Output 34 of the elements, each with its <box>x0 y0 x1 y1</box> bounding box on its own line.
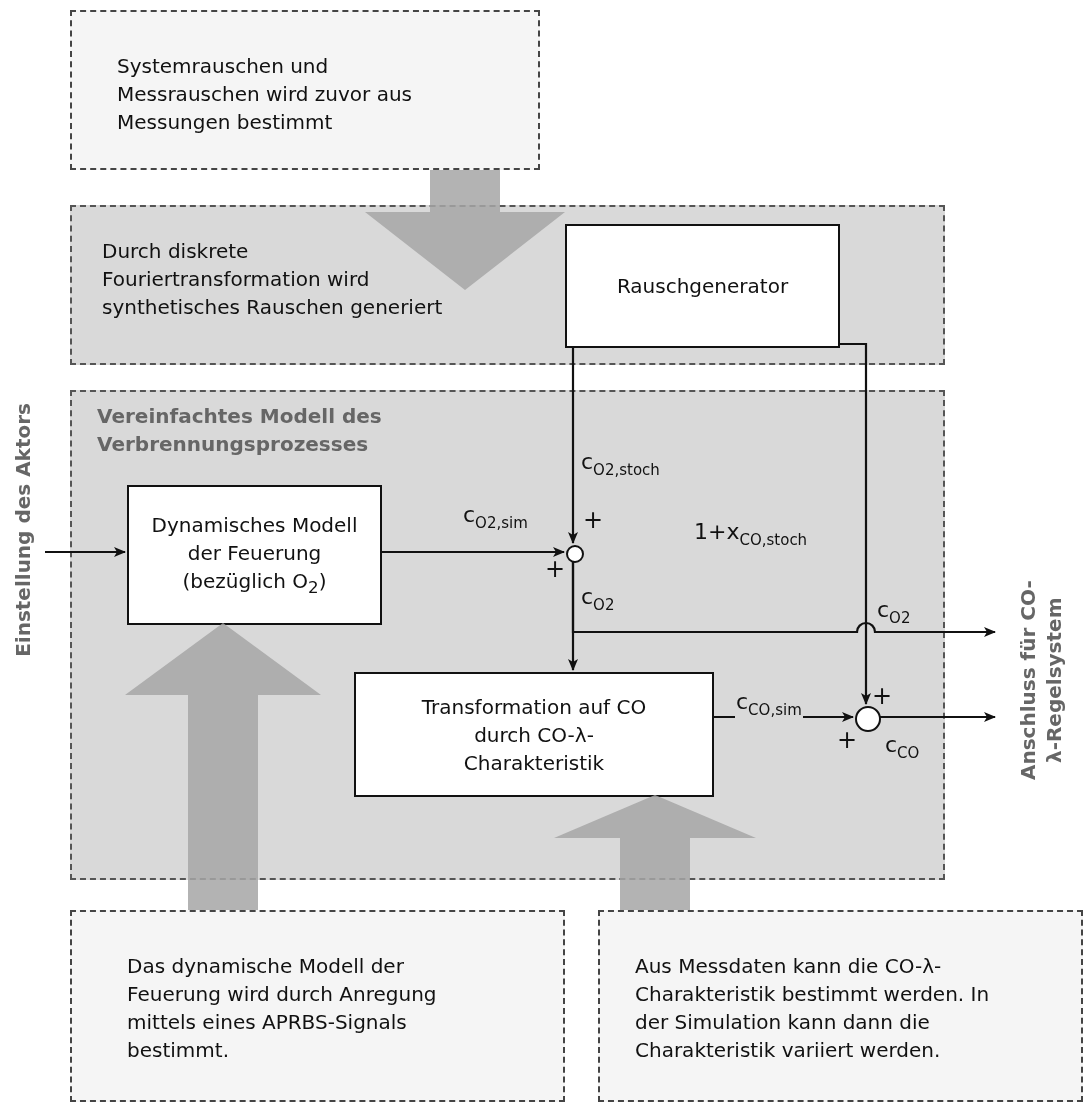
arrow <box>568 346 578 544</box>
group-band <box>70 205 945 365</box>
sign-label: + <box>837 728 858 752</box>
sign-label: + <box>583 508 604 532</box>
arrow <box>879 712 996 722</box>
block-arrow <box>365 170 565 290</box>
sum-junction <box>566 545 584 563</box>
band-text: Durch diskrete Fouriertransformation wird synthetisches Rauschen generiert <box>102 238 444 321</box>
note-box <box>598 910 1083 1102</box>
arrow <box>571 561 996 637</box>
sign-label: + <box>545 557 566 581</box>
note-text: Das dynamische Modell der Feuerung wird durch Anregung mittels eines APRBS-Signals bestimmt. <box>127 953 438 1064</box>
arrow <box>45 547 126 557</box>
process-box <box>565 224 840 348</box>
band-title: Vereinfachtes Modell des Verbrennungsprozesses <box>97 403 383 458</box>
block-arrow <box>554 795 756 910</box>
sum-junction <box>855 706 881 732</box>
edge-label: 1+x$_{CO,stoch}$ <box>693 520 809 549</box>
group-band <box>70 390 945 880</box>
arrow <box>380 547 565 557</box>
note-text: Aus Messdaten kann die CO-λ-Charakteristik bestimmt werden. In der Simulation kann dann die Charakteristik variiert werden. <box>635 953 991 1064</box>
sign-label: + <box>872 684 893 708</box>
note-text: Systemrauschen und Messrauschen wird zuvor aus Messungen bestimmt <box>117 53 413 136</box>
block-label: Rauschgenerator <box>615 273 790 300</box>
note-box <box>70 910 565 1102</box>
side-label: Anschluss für CO-λ-Regelsystem <box>1014 579 1067 782</box>
side-label: Einstellung des Aktors <box>9 403 36 657</box>
block-label: Transformation auf CO durch CO-λ-Charakteristik <box>420 693 648 777</box>
block-label: Dynamisches Modell der Feuerung (bezüglich O$_{2}$) <box>150 511 359 599</box>
block-arrow <box>125 623 321 910</box>
process-box <box>127 485 382 625</box>
note-box <box>70 10 540 170</box>
process-box <box>354 672 714 797</box>
arrow <box>838 342 871 705</box>
